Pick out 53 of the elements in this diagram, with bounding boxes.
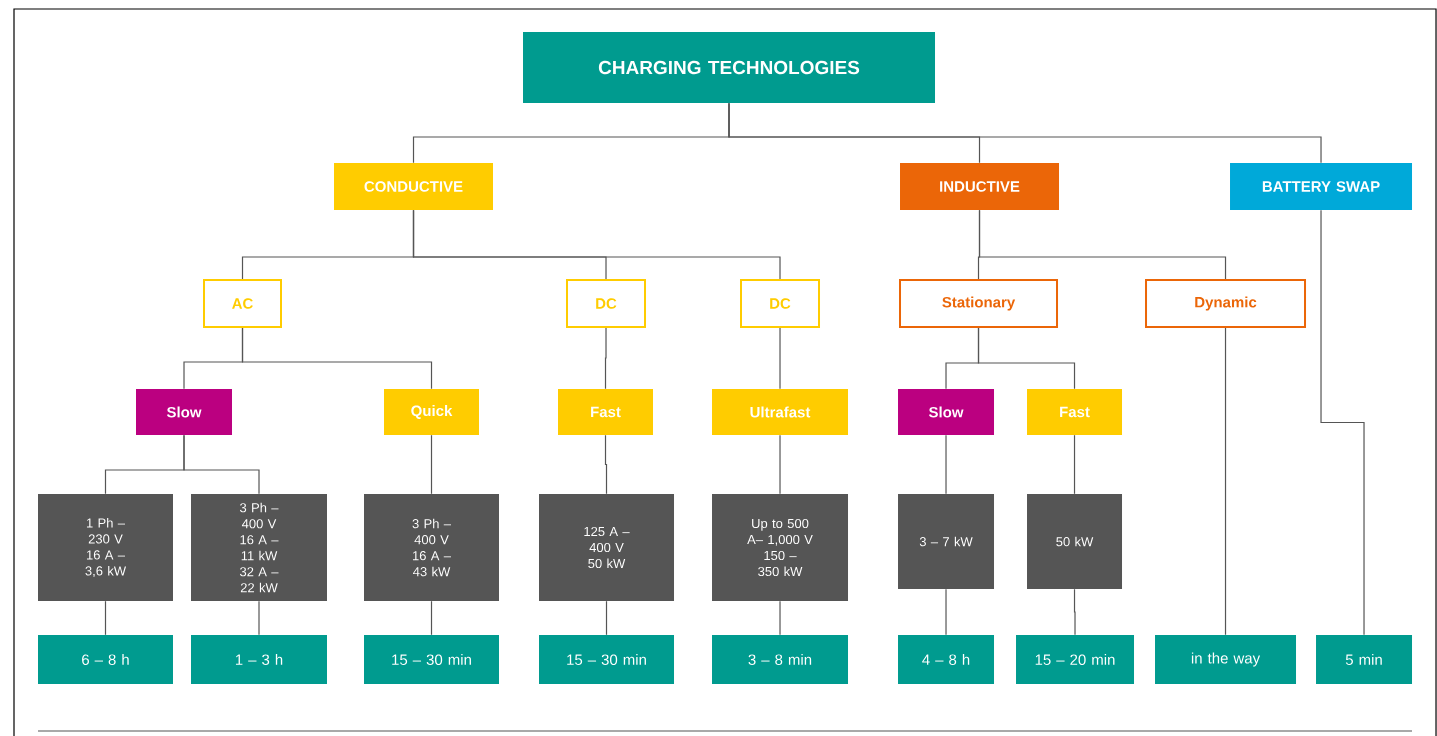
category-box: BATTERY SWAP [1230, 163, 1412, 210]
spec-box: Up to 500 A– 1,000 V 150 – 350 kW [712, 494, 848, 601]
duration-box: 1 – 3 h [191, 635, 327, 684]
connector-line [241, 327, 433, 390]
connector-line [104, 600, 107, 636]
outlined-box: Stationary [899, 279, 1058, 328]
connector-line [604, 434, 608, 495]
connector-line [430, 600, 433, 636]
connector-line [978, 209, 1227, 280]
duration-box: 15 – 30 min [364, 635, 499, 684]
duration-box: 6 – 8 h [38, 635, 173, 684]
connector-line [430, 434, 433, 495]
duration-box: 3 – 8 min [712, 635, 848, 684]
speed-box: Slow [136, 389, 232, 435]
connector-line [604, 327, 607, 390]
speed-box: Ultrafast [712, 389, 848, 435]
connector-line [945, 434, 947, 495]
connector-line [945, 588, 947, 636]
spec-box: 3 Ph – 400 V 16 A – 43 kW [364, 494, 499, 601]
speed-box: Fast [558, 389, 653, 435]
outlined-box: DC [740, 279, 820, 328]
speed-box: Slow [898, 389, 994, 435]
connector-line [1073, 588, 1076, 636]
connector-line [728, 102, 1322, 164]
spec-box: 50 kW [1027, 494, 1122, 589]
connector-line [1073, 434, 1076, 495]
connector-line [779, 327, 781, 390]
outlined-box: AC [203, 279, 282, 328]
spec-box: 125 A – 400 V 50 kW [539, 494, 674, 601]
speed-box: Quick [384, 389, 479, 435]
spec-box: 1 Ph – 230 V 16 A – 3,6 kW [38, 494, 173, 601]
connector-line [1224, 327, 1227, 636]
duration-box: 15 – 20 min [1016, 635, 1134, 684]
connector-line [412, 209, 781, 280]
speed-box: Fast [1027, 389, 1122, 435]
duration-box: 4 – 8 h [898, 635, 994, 684]
connector-line [779, 434, 781, 495]
connector-line [605, 600, 608, 636]
duration-box: 5 min [1316, 635, 1412, 684]
outlined-box: DC [566, 279, 646, 328]
duration-box: in the way [1155, 635, 1296, 684]
outlined-box: Dynamic [1145, 279, 1306, 328]
category-box: INDUCTIVE [900, 163, 1059, 210]
connector-line [779, 600, 781, 636]
connector-line [1320, 209, 1365, 636]
connector-line [977, 327, 1076, 390]
title-box: CHARGING TECHNOLOGIES [523, 32, 935, 103]
connector-line [183, 434, 260, 495]
spec-box: 3 Ph – 400 V 16 A – 11 kW 32 A – 22 kW [191, 494, 327, 601]
duration-box: 15 – 30 min [539, 635, 674, 684]
spec-box: 3 – 7 kW [898, 494, 994, 589]
connector-line [258, 600, 260, 636]
category-box: CONDUCTIVE [334, 163, 493, 210]
